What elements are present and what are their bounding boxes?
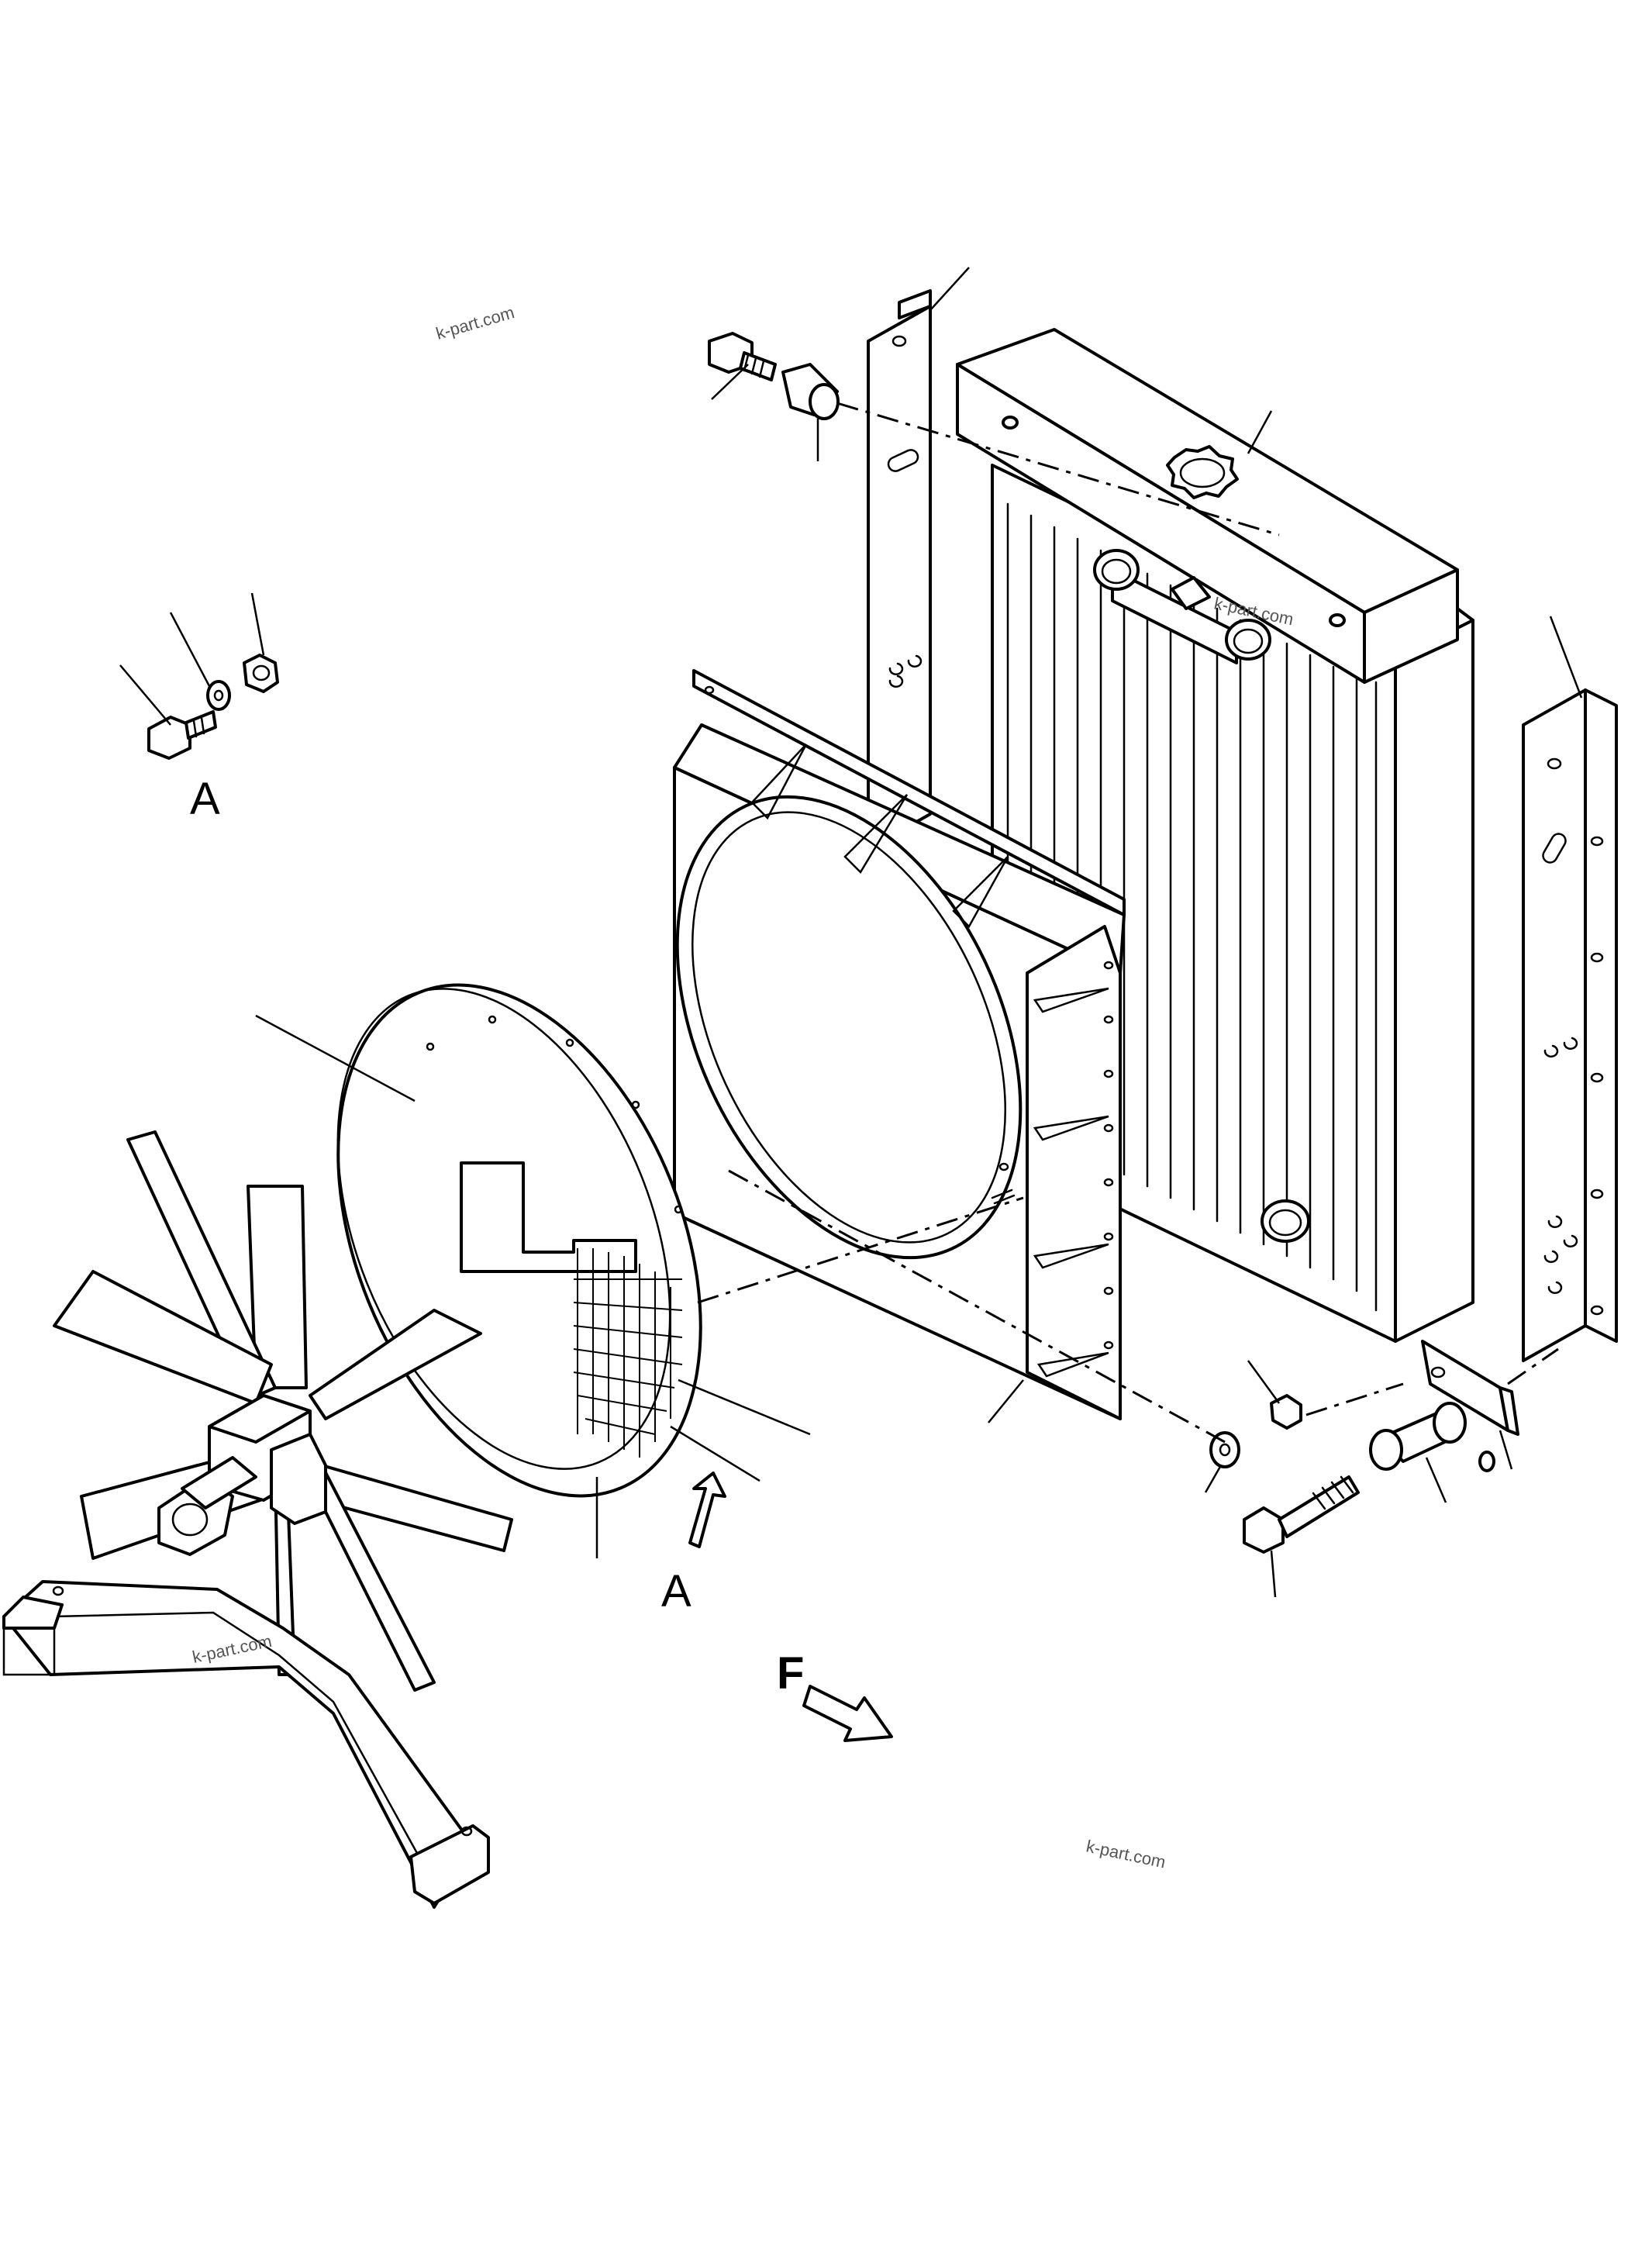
upper-mount-bolt bbox=[708, 332, 777, 381]
lower-washer bbox=[1209, 1431, 1240, 1468]
fan bbox=[53, 1130, 513, 1692]
detail-a-label: A bbox=[190, 774, 220, 824]
watermark: k-part.com bbox=[433, 302, 516, 343]
radiator-outlet-pipe bbox=[1261, 1199, 1310, 1243]
radiator-cap-icon bbox=[1166, 445, 1239, 499]
front-direction-arrow-icon bbox=[802, 1685, 893, 1742]
detail-a-washer bbox=[206, 680, 231, 711]
center-lines bbox=[697, 402, 1559, 1444]
detail-a-bolt bbox=[147, 710, 217, 760]
leader-lines bbox=[119, 267, 1583, 1598]
front-direction-label: F bbox=[777, 1648, 804, 1699]
lower-spacer bbox=[1369, 1402, 1467, 1471]
fan-support-bracket bbox=[2, 1580, 490, 1909]
fan-guard bbox=[336, 983, 702, 1498]
lower-mount-bolt bbox=[1243, 1475, 1360, 1554]
guard-mesh bbox=[573, 1248, 683, 1458]
cushion-pad bbox=[1478, 1451, 1495, 1472]
right-side-bracket bbox=[1522, 688, 1618, 1362]
lower-mount-plate bbox=[1421, 1340, 1519, 1436]
watermark: k-part.com bbox=[1085, 1836, 1167, 1872]
fan-shroud bbox=[673, 669, 1126, 1420]
upper-spacer bbox=[781, 363, 840, 420]
view-a-arrow-icon bbox=[688, 1472, 726, 1548]
lower-nut bbox=[1270, 1394, 1302, 1430]
fan-hub bbox=[157, 1394, 327, 1556]
left-side-bracket bbox=[867, 289, 932, 850]
radiator-inlet-pipe bbox=[1093, 549, 1271, 664]
shroud-stud bbox=[991, 1189, 1016, 1205]
detail-a-nut bbox=[243, 654, 279, 693]
view-a-label: A bbox=[661, 1566, 691, 1616]
